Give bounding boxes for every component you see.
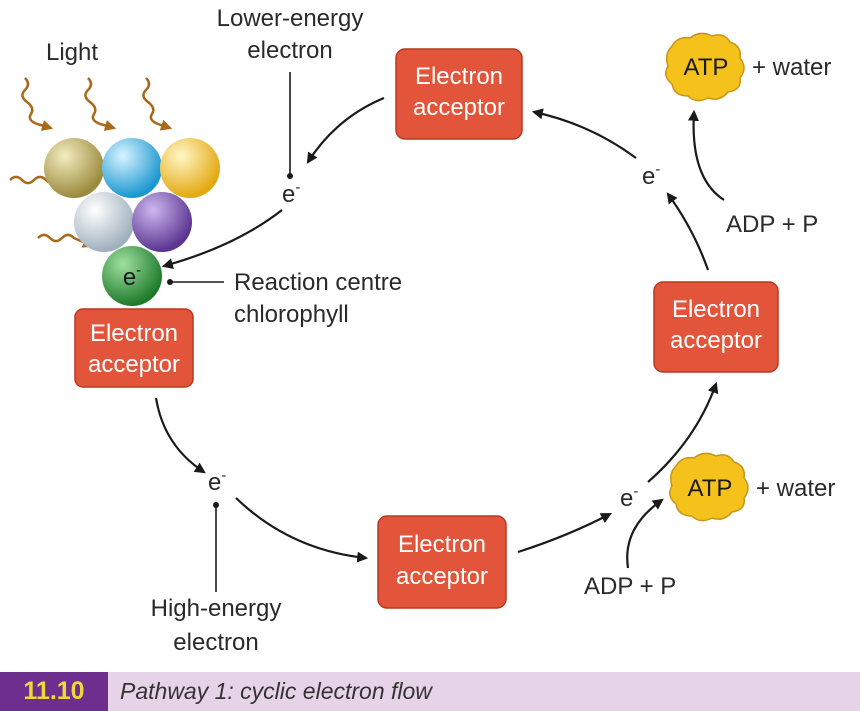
pigment-cyan [102, 138, 162, 198]
arrow-electron-to-reaction-centre [161, 209, 283, 269]
pigment-purple [132, 192, 192, 252]
lower-energy-label-line1: Lower-energy [217, 5, 364, 32]
svg-text:Electron: Electron [415, 63, 503, 90]
atp-water-top: + water [752, 54, 831, 81]
high-energy-label-line2: electron [173, 629, 258, 656]
svg-text:Electron: Electron [398, 531, 486, 558]
electron-lower-right: e- [620, 483, 638, 512]
electron-lower-left: e- [208, 467, 226, 496]
svg-text:acceptor: acceptor [396, 563, 488, 590]
arrow-electron-to-bottom-acceptor [235, 497, 369, 563]
figure-number: 11.10 [0, 672, 108, 711]
light-arrow-2 [84, 77, 117, 131]
high-energy-label-line1: High-energy [151, 595, 282, 622]
atp-blob-top: ATP [665, 32, 745, 102]
reaction-centre-label-line1: Reaction centre [234, 269, 402, 296]
cycle-arrows [154, 96, 719, 563]
arrow-bottom-acceptor-to-electron [517, 512, 612, 554]
atp-water-bottom: + water [756, 475, 835, 502]
electron-upper-left: e- [282, 179, 300, 208]
light-label: Light [46, 39, 98, 66]
electron-acceptor-left: Electron acceptor [74, 308, 194, 388]
figure-caption: 11.10 Pathway 1: cyclic electron flow [0, 672, 860, 711]
arrow-top-acceptor-to-electron [306, 96, 385, 164]
atp-label-bottom: ATP [688, 475, 733, 502]
arrow-electron-to-right-acceptor [647, 381, 719, 483]
arrow-adp-to-atp-top [687, 109, 725, 201]
electron-acceptor-top: Electron acceptor [395, 48, 523, 140]
svg-text:Electron: Electron [672, 296, 760, 323]
reaction-centre-chlorophyll [102, 246, 162, 306]
svg-text:Electron: Electron [90, 320, 178, 347]
electron-acceptor-right: Electron acceptor [653, 281, 779, 373]
svg-text:acceptor: acceptor [88, 351, 180, 378]
electron-upper-right: e- [642, 161, 660, 190]
adp-label-bottom: ADP + P [584, 573, 676, 600]
light-arrow-3 [142, 77, 173, 131]
light-arrow-5 [37, 233, 95, 248]
electron-acceptor-bottom: Electron acceptor [377, 515, 507, 609]
pigment-yellow [160, 138, 220, 198]
pigment-cluster [44, 138, 220, 306]
pigment-olive [44, 138, 104, 198]
pigment-grey [74, 192, 134, 252]
arrow-electron-to-top-acceptor [531, 108, 637, 159]
atp-blob-bottom: ATP [669, 452, 749, 522]
lower-energy-label-line2: electron [247, 37, 332, 64]
figure-caption-text: Pathway 1: cyclic electron flow [120, 678, 432, 704]
reaction-centre-electron: e- [123, 262, 141, 291]
arrow-right-acceptor-to-electron [666, 192, 710, 271]
arrow-left-acceptor-to-electron [154, 397, 206, 474]
light-arrow-1 [21, 77, 54, 131]
atp-label-top: ATP [684, 54, 729, 81]
adp-label-top: ADP + P [726, 211, 818, 238]
reaction-centre-label-line2: chlorophyll [234, 301, 349, 328]
reaction-centre-pointer-dot [167, 279, 173, 285]
svg-text:acceptor: acceptor [413, 94, 505, 121]
lower-energy-pointer-dot [287, 173, 293, 179]
cyclic-electron-flow-diagram: Light e- Reaction centre chlorophyll Low… [9, 5, 835, 656]
svg-text:acceptor: acceptor [670, 327, 762, 354]
arrow-adp-to-atp-bottom [626, 498, 664, 569]
